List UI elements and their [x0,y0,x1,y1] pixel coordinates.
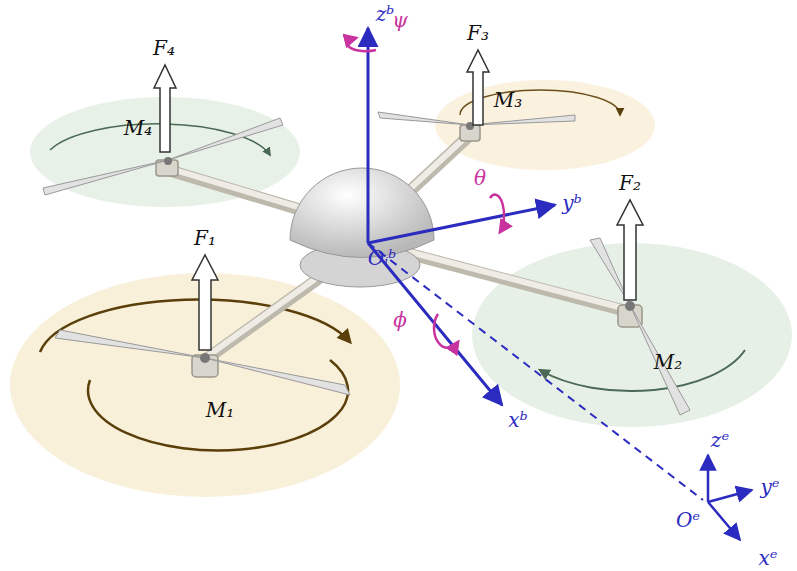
axis-label: xᵇ [508,410,527,430]
origin-label: Oᵉ [676,510,700,530]
motor-label: M₃ [494,90,523,110]
angle-label: ψ [392,10,408,30]
motor-label: M₂ [654,352,683,372]
angle-label: ϕ [393,310,407,330]
angle-label: θ [474,168,486,188]
force-label: F₃ [467,23,489,43]
force-label: F₄ [153,38,175,58]
axis-label: yᵉ [760,477,779,497]
axis-label: zᵉ [711,430,729,450]
axis-label: yᵇ [562,193,581,213]
motor-label: M₄ [124,118,153,138]
axis-label: zᵇ [376,4,395,24]
force-label: F₂ [619,173,641,193]
origin-label: Oᵢᵇ [368,248,396,268]
force-label: F₁ [194,228,216,248]
motor-label: M₁ [206,400,235,420]
axis-label: xᵉ [758,548,777,568]
